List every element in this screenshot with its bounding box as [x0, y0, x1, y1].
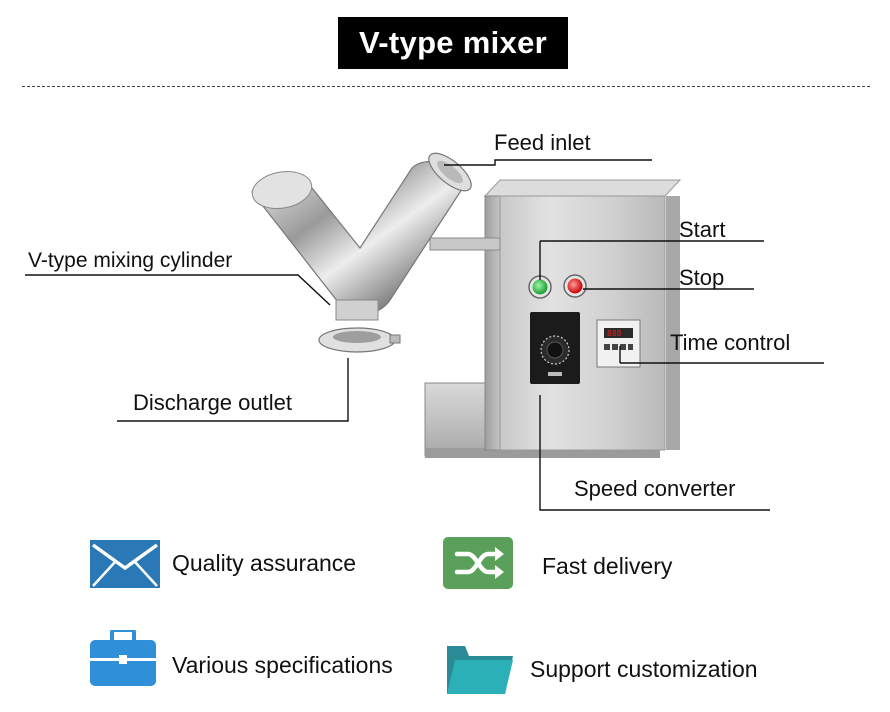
discharge-leader — [117, 358, 349, 422]
shuffle-icon — [443, 537, 513, 589]
page-title-text: V-type mixer — [359, 25, 547, 60]
cylinder-leader — [25, 274, 331, 306]
feature-specs: Various specifications — [172, 652, 393, 678]
callout-leaders — [25, 159, 824, 511]
discharge-outlet-clamp — [318, 327, 401, 353]
feature-delivery: Fast delivery — [542, 553, 673, 579]
feed-inlet-clamp — [428, 152, 472, 192]
label-speed-converter: Speed converter — [574, 476, 736, 501]
speed-converter-leader — [539, 395, 770, 511]
envelope-icon — [90, 540, 160, 588]
label-feed-inlet: Feed inlet — [494, 130, 591, 155]
label-start: Start — [679, 217, 726, 242]
page-title: V-type mixer — [338, 17, 568, 69]
label-time-control: Time control — [670, 330, 791, 355]
label-discharge-outlet: Discharge outlet — [133, 390, 292, 415]
speed-controller[interactable] — [530, 312, 580, 384]
folder-icon — [447, 646, 513, 694]
stop-button[interactable] — [563, 274, 587, 298]
briefcase-icon — [90, 630, 156, 686]
label-mixing-cylinder: V-type mixing cylinder — [28, 249, 233, 272]
v-mixing-cylinder — [251, 160, 465, 321]
time-controller[interactable]: 888 — [596, 319, 641, 368]
dashed-divider — [22, 86, 870, 87]
feature-quality: Quality assurance — [172, 550, 357, 576]
drive-shaft — [429, 237, 501, 251]
control-cabinet — [483, 179, 682, 451]
feature-custom: Support customization — [530, 656, 758, 682]
label-stop: Stop — [679, 265, 725, 290]
svg-text:888: 888 — [607, 329, 622, 338]
feed-inlet-leader — [444, 159, 652, 166]
